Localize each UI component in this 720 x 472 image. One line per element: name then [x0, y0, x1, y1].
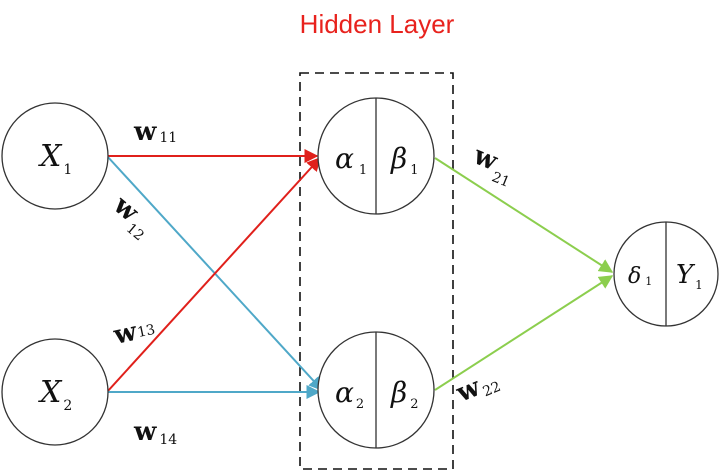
- svg-text:X1: X1: [38, 139, 72, 178]
- hidden-layer-title: Hidden Layer: [300, 9, 455, 39]
- beta1-subscript: 1: [410, 163, 418, 178]
- y1-label: Y: [676, 260, 696, 290]
- w13-sub: 13: [136, 322, 157, 341]
- svg-text:α2: α2: [335, 376, 364, 412]
- edge-w22: [434, 275, 614, 391]
- svg-text:Y1: Y1: [676, 260, 703, 292]
- beta1-label: β: [390, 142, 407, 175]
- y1-subscript: 1: [695, 278, 703, 292]
- weight-w12: w12: [104, 190, 160, 245]
- edge-w21: [434, 157, 614, 273]
- edge-w13: [106, 156, 321, 393]
- w14-sub: 14: [159, 432, 177, 448]
- w21-sub: 21: [489, 169, 512, 191]
- w22-main: w: [451, 372, 484, 409]
- w14-main: w: [133, 417, 157, 447]
- alpha2-label: α: [335, 376, 354, 409]
- svg-text:X2: X2: [38, 375, 72, 414]
- x2-subscript: 2: [63, 398, 72, 414]
- svg-text:δ1: δ1: [628, 264, 652, 289]
- svg-text:β2: β2: [390, 376, 418, 412]
- w13-main: w: [110, 317, 140, 351]
- weight-w22: w22: [451, 365, 503, 410]
- svg-text:α1: α1: [335, 142, 367, 178]
- x1-subscript: 1: [63, 162, 72, 178]
- beta2-label: β: [390, 376, 407, 409]
- w12-main: w: [107, 190, 145, 228]
- x1-label: X: [38, 139, 63, 174]
- svg-text:β1: β1: [390, 142, 418, 178]
- x2-label: X: [38, 375, 63, 410]
- w11-main: w: [133, 117, 157, 147]
- alpha1-label: α: [335, 142, 354, 175]
- hidden-layer-box: [299, 72, 454, 470]
- w22-sub: 22: [481, 379, 504, 401]
- w11-sub: 11: [159, 130, 177, 146]
- alpha1-subscript: 1: [359, 163, 367, 178]
- alpha2-subscript: 2: [356, 397, 364, 412]
- delta1-subscript: 1: [645, 275, 652, 288]
- beta2-subscript: 2: [410, 397, 418, 412]
- delta1-label: δ: [628, 264, 641, 289]
